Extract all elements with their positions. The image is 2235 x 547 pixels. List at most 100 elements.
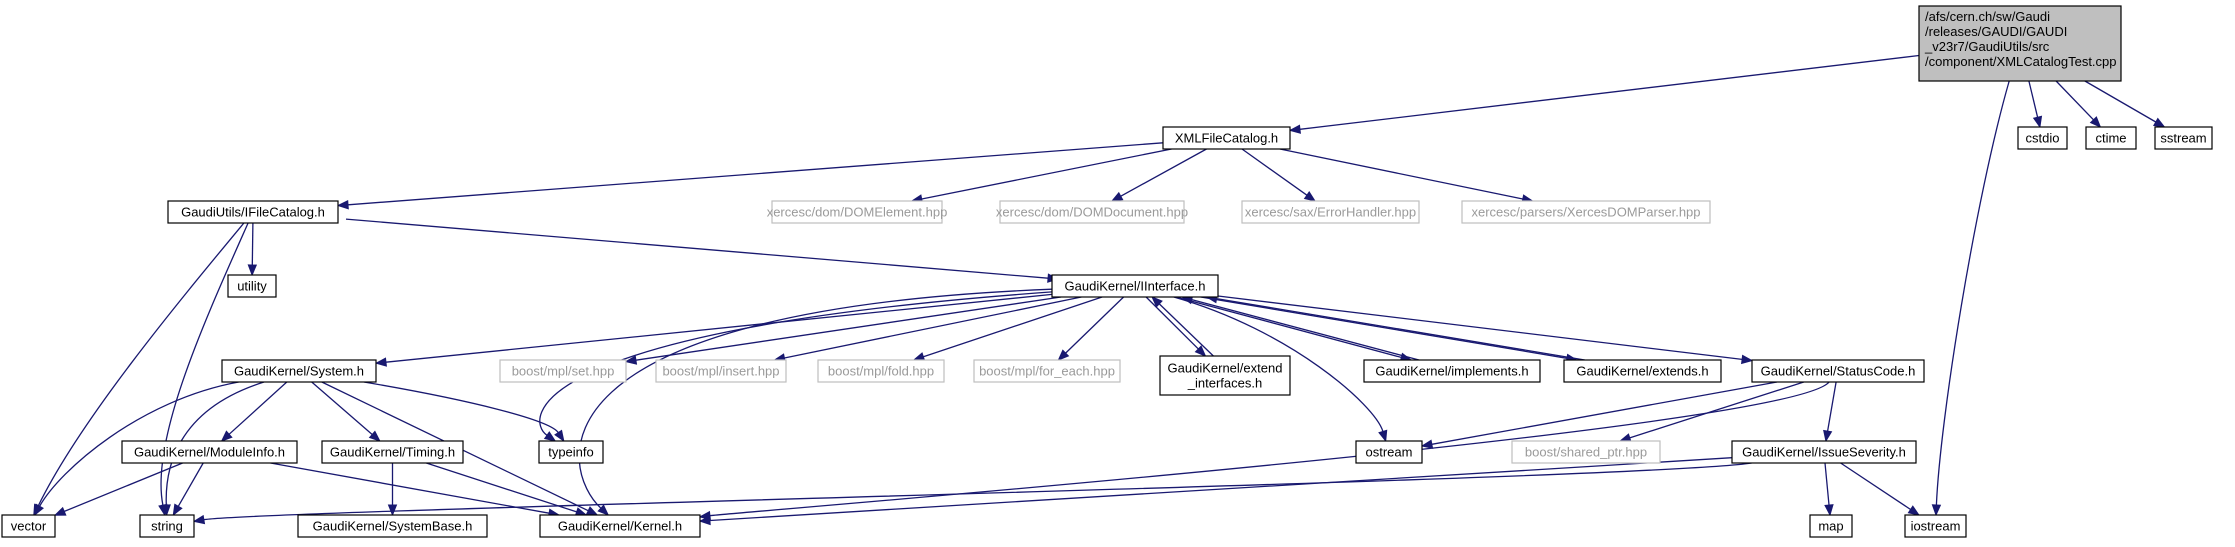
node-label-line: _interfaces.h	[1187, 376, 1262, 391]
node-ifilecatalog[interactable]: GaudiUtils/IFileCatalog.h	[167, 200, 339, 224]
node-system[interactable]: GaudiKernel/System.h	[221, 359, 377, 383]
node-xmlfilecatalog[interactable]: XMLFileCatalog.h	[1162, 126, 1291, 150]
node-label-line: xercesc/dom/DOMDocument.hpp	[996, 205, 1188, 220]
node-root[interactable]: /afs/cern.ch/sw/Gaudi/releases/GAUDI/GAU…	[1918, 5, 2122, 82]
node-iostream[interactable]: iostream	[1904, 514, 1967, 538]
node-domdocument[interactable]: xercesc/dom/DOMDocument.hpp	[996, 200, 1188, 224]
node-typeinfo[interactable]: typeinfo	[538, 440, 604, 464]
edge-statuscode-to-ostream	[1420, 381, 1778, 449]
node-cstdio[interactable]: cstdio	[2017, 126, 2068, 150]
edge-line	[311, 381, 373, 435]
node-errorhandler[interactable]: xercesc/sax/ErrorHandler.hpp	[1241, 200, 1420, 224]
node-label-line: cstdio	[2026, 131, 2060, 146]
node-mplfold[interactable]: boost/mpl/fold.hpp	[817, 359, 945, 383]
edge-moduleinfo-to-kernel	[270, 462, 561, 518]
node-box	[999, 200, 1185, 224]
node-kernel[interactable]: GaudiKernel/Kernel.h	[539, 514, 701, 538]
edge-line	[784, 296, 1082, 359]
node-extends[interactable]: GaudiKernel/extends.h	[1563, 359, 1722, 383]
edge-arrowhead	[34, 503, 44, 517]
node-sstream[interactable]: sstream	[2154, 126, 2213, 150]
node-domelement[interactable]: xercesc/dom/DOMElement.hpp	[767, 200, 948, 224]
node-box	[973, 359, 1121, 383]
edge-system-to-typeinfo	[363, 381, 565, 443]
edge-arrowhead	[220, 430, 233, 442]
edge-line	[709, 381, 1830, 517]
node-statuscode[interactable]: GaudiKernel/StatusCode.h	[1751, 359, 1925, 383]
node-box	[2017, 126, 2068, 150]
edge-ifilecatalog-to-iinterface	[345, 218, 1060, 283]
node-label-line: /afs/cern.ch/sw/Gaudi	[1925, 9, 2050, 24]
node-moduleinfo[interactable]: GaudiKernel/ModuleInfo.h	[121, 440, 298, 464]
node-mplset[interactable]: boost/mpl/set.hpp	[499, 359, 627, 383]
edge-line	[921, 148, 1172, 200]
node-label-line: /component/XMLCatalogTest.cpp	[1925, 54, 2117, 69]
edge-arrowhead	[53, 506, 67, 516]
node-ctime[interactable]: ctime	[2085, 126, 2137, 150]
node-box	[167, 200, 339, 224]
node-label-line: GaudiKernel/implements.h	[1375, 364, 1528, 379]
edge-root-to-ctime	[2055, 80, 2102, 128]
edge-line	[363, 381, 559, 434]
edge-line	[923, 296, 1103, 358]
node-issueseverity[interactable]: GaudiKernel/IssueSeverity.h	[1731, 440, 1917, 464]
edge-line	[1217, 295, 1743, 361]
edge-line	[1216, 297, 1585, 361]
edge-arrowhead	[374, 357, 387, 367]
edge-line	[1935, 80, 2010, 506]
edge-line	[1200, 296, 1568, 359]
node-mplforeach[interactable]: boost/mpl/for_each.hpp	[973, 359, 1121, 383]
node-iinterface[interactable]: GaudiKernel/IInterface.h	[1051, 274, 1219, 298]
edge-arrowhead	[698, 515, 711, 526]
node-implements[interactable]: GaudiKernel/implements.h	[1363, 359, 1541, 383]
node-label-line: GaudiUtils/IFileCatalog.h	[181, 205, 325, 220]
node-box	[1051, 274, 1219, 298]
edge-arrowhead	[2089, 116, 2102, 128]
node-box	[1355, 440, 1423, 464]
edge-line	[709, 457, 1733, 522]
edge-line	[1065, 296, 1125, 354]
edge-iinterface-to-system	[374, 293, 1053, 367]
node-sharedptr[interactable]: boost/shared_ptr.hpp	[1511, 440, 1661, 464]
node-label-line: utility	[237, 279, 267, 294]
node-label-line: GaudiKernel/Timing.h	[330, 445, 455, 460]
node-utility[interactable]: utility	[227, 274, 277, 298]
node-string[interactable]: string	[139, 514, 195, 538]
edge-arrowhead	[1907, 505, 1921, 516]
edge-line	[347, 142, 1164, 206]
edge-xmlfilecatalog-to-errorhandler	[1241, 148, 1317, 202]
node-map[interactable]: map	[1809, 514, 1853, 538]
node-mplinsert[interactable]: boost/mpl/insert.hpp	[655, 359, 787, 383]
edge-line	[1145, 296, 1199, 350]
node-label-line: XMLFileCatalog.h	[1175, 131, 1278, 146]
node-xercesparser[interactable]: xercesc/parsers/XercesDOMParser.hpp	[1461, 200, 1711, 224]
node-label-line: boost/mpl/insert.hpp	[662, 364, 779, 379]
edge-arrowhead	[1288, 124, 1301, 134]
node-timing[interactable]: GaudiKernel/Timing.h	[321, 440, 464, 464]
node-label-line: xercesc/sax/ErrorHandler.hpp	[1245, 205, 1416, 220]
node-box	[1363, 359, 1541, 383]
edge-line	[635, 296, 1062, 361]
edge-iinterface-to-kernel	[578, 288, 1053, 516]
edge-iinterface-to-statuscode	[1217, 295, 1754, 365]
edge-arrowhead	[1741, 354, 1754, 365]
node-label-line: sstream	[2160, 131, 2206, 146]
edge-line	[160, 222, 249, 506]
edge-line	[385, 293, 1053, 363]
node-systembase[interactable]: GaudiKernel/SystemBase.h	[297, 514, 488, 538]
edge-xmlfilecatalog-to-domdocument	[1110, 148, 1207, 202]
node-label-line: boost/mpl/for_each.hpp	[979, 364, 1115, 379]
node-extendinterfaces[interactable]: GaudiKernel/extend_interfaces.h	[1159, 355, 1291, 396]
node-label-line: _v23r7/GaudiUtils/src	[1924, 39, 2050, 54]
edge-xmlfilecatalog-to-domelement	[910, 148, 1172, 204]
edge-line	[1431, 381, 1778, 445]
edge-ifilecatalog-to-vector	[33, 222, 245, 517]
edge-arrowhead	[172, 503, 183, 517]
edge-iinterface-to-mplset	[624, 296, 1062, 365]
node-label-line: boost/shared_ptr.hpp	[1525, 445, 1647, 460]
node-vector[interactable]: vector	[1, 514, 56, 538]
edge-root-to-cstdio	[2028, 80, 2043, 129]
edge-line	[39, 381, 239, 507]
node-ostream[interactable]: ostream	[1355, 440, 1423, 464]
edge-line	[270, 462, 550, 514]
